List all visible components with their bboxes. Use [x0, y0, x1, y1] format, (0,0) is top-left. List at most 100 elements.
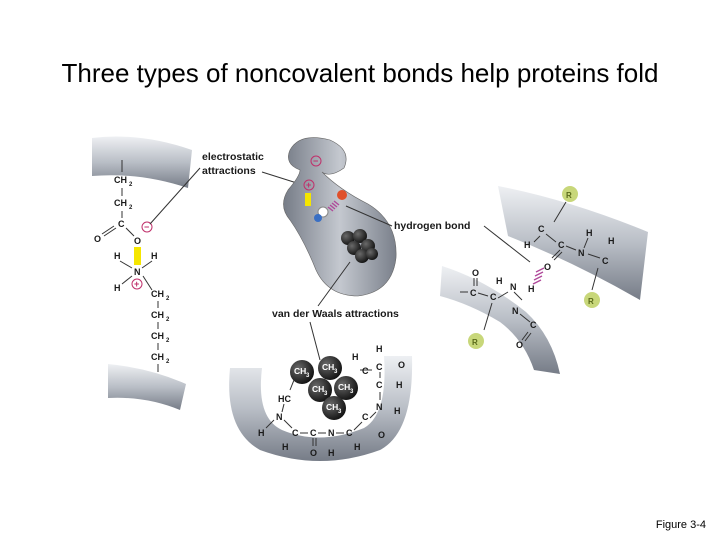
hydrogen-bond-label: hydrogen bond — [394, 220, 470, 232]
center-electrostatic-bar — [305, 193, 311, 206]
svg-text:3: 3 — [306, 373, 310, 379]
svg-text:C: C — [362, 366, 369, 376]
svg-text:N: N — [328, 428, 335, 438]
nitrogen-atom-icon — [314, 214, 322, 222]
svg-text:H: H — [352, 352, 359, 362]
right-upper-strand — [498, 186, 648, 300]
svg-text:−: − — [144, 222, 149, 232]
svg-text:3: 3 — [338, 409, 342, 415]
svg-text:H: H — [394, 406, 401, 416]
svg-text:O: O — [472, 268, 479, 278]
svg-text:2: 2 — [166, 296, 170, 302]
svg-text:CH: CH — [151, 310, 164, 320]
svg-text:3: 3 — [350, 389, 354, 395]
electrostatic-leader-right — [261, 171, 301, 185]
svg-text:3: 3 — [334, 369, 338, 375]
electrostatic-label-line1: electrostatic — [202, 151, 264, 163]
oxygen-atom-icon — [337, 190, 347, 200]
svg-text:CH: CH — [151, 352, 164, 362]
folded-protein-shape — [283, 137, 397, 297]
right-hbond-dashes — [532, 267, 545, 285]
svg-text:H: H — [328, 448, 335, 458]
svg-text:N: N — [134, 267, 141, 277]
svg-text:R: R — [566, 191, 572, 200]
svg-text:2: 2 — [166, 317, 170, 323]
center-vdw-balls — [341, 229, 378, 263]
svg-text:HC: HC — [278, 394, 291, 404]
svg-text:CH: CH — [294, 366, 306, 376]
electrostatic-label-line2: attractions — [202, 165, 256, 177]
hbond-leader-left — [345, 205, 393, 227]
svg-text:3: 3 — [324, 391, 328, 397]
svg-text:H: H — [114, 283, 121, 293]
svg-text:O: O — [398, 360, 405, 370]
left-upper-strand — [92, 136, 192, 188]
svg-text:N: N — [512, 306, 519, 316]
svg-text:O: O — [94, 234, 101, 244]
svg-text:C: C — [118, 219, 125, 229]
svg-text:O: O — [516, 340, 523, 350]
svg-text:CH: CH — [338, 382, 350, 392]
svg-text:C: C — [362, 412, 369, 422]
svg-text:+: + — [306, 180, 311, 190]
bottom-backbone-atoms: HC N H C H C O N H C H C O N H C H C O H… — [258, 344, 405, 458]
svg-text:C: C — [602, 256, 609, 266]
center-hbond-dashes — [327, 200, 340, 212]
upper-side-chain: CH 2 CH 2 C O O − — [94, 160, 153, 246]
svg-text:2: 2 — [166, 359, 170, 365]
vdw-leader-up — [317, 261, 351, 307]
svg-text:CH: CH — [312, 384, 324, 394]
svg-text:R: R — [588, 297, 594, 306]
svg-text:−: − — [313, 156, 318, 166]
svg-text:O: O — [134, 236, 141, 246]
svg-text:C: C — [346, 428, 353, 438]
right-backbone-atoms: R C H C O N H C H R — [524, 186, 615, 308]
negative-charge-icon — [310, 155, 322, 167]
right-lower-strand — [440, 266, 560, 374]
svg-text:N: N — [376, 402, 383, 412]
van-der-waals-label: van der Waals attractions — [272, 308, 399, 320]
svg-text:C: C — [292, 428, 299, 438]
svg-text:R: R — [472, 338, 478, 347]
svg-text:H: H — [282, 442, 289, 452]
svg-text:H: H — [496, 276, 503, 286]
slide-title: Three types of noncovalent bonds help pr… — [61, 58, 659, 88]
svg-text:CH: CH — [326, 402, 338, 412]
svg-text:H: H — [114, 251, 121, 261]
svg-text:C: C — [530, 320, 537, 330]
svg-text:C: C — [376, 380, 383, 390]
svg-text:N: N — [510, 282, 517, 292]
lower-side-chain: H H N H + CH 2 CH 2 CH 2 CH 2 — [114, 251, 170, 372]
bottom-methyl-balls: CH 3 CH 3 CH 3 CH 3 CH 3 — [290, 356, 358, 420]
svg-text:H: H — [354, 442, 361, 452]
electrostatic-leader-line — [149, 167, 201, 225]
svg-text:C: C — [376, 362, 383, 372]
svg-text:C: C — [490, 292, 497, 302]
svg-text:N: N — [578, 248, 585, 258]
svg-text:C: C — [310, 428, 317, 438]
svg-text:N: N — [276, 412, 283, 422]
svg-text:H: H — [151, 251, 158, 261]
svg-text:H: H — [396, 380, 403, 390]
svg-text:CH: CH — [322, 362, 334, 372]
electrostatic-bond-bar — [134, 247, 141, 265]
svg-text:H: H — [524, 240, 531, 250]
svg-text:2: 2 — [129, 205, 133, 211]
figure-label: Figure 3-4 — [655, 519, 706, 531]
svg-text:C: C — [558, 240, 565, 250]
svg-text:2: 2 — [166, 338, 170, 344]
svg-text:CH: CH — [114, 198, 127, 208]
bottom-u-strand — [229, 356, 413, 461]
svg-text:H: H — [608, 236, 615, 246]
svg-text:H: H — [528, 284, 535, 294]
svg-text:CH: CH — [151, 289, 164, 299]
positive-charge-icon — [303, 179, 315, 191]
svg-text:H: H — [376, 344, 383, 354]
svg-text:CH: CH — [151, 331, 164, 341]
svg-text:O: O — [378, 430, 385, 440]
svg-text:+: + — [134, 279, 139, 289]
atom-ch2: CH — [114, 175, 127, 185]
svg-text:O: O — [310, 448, 317, 458]
svg-text:C: C — [538, 224, 545, 234]
